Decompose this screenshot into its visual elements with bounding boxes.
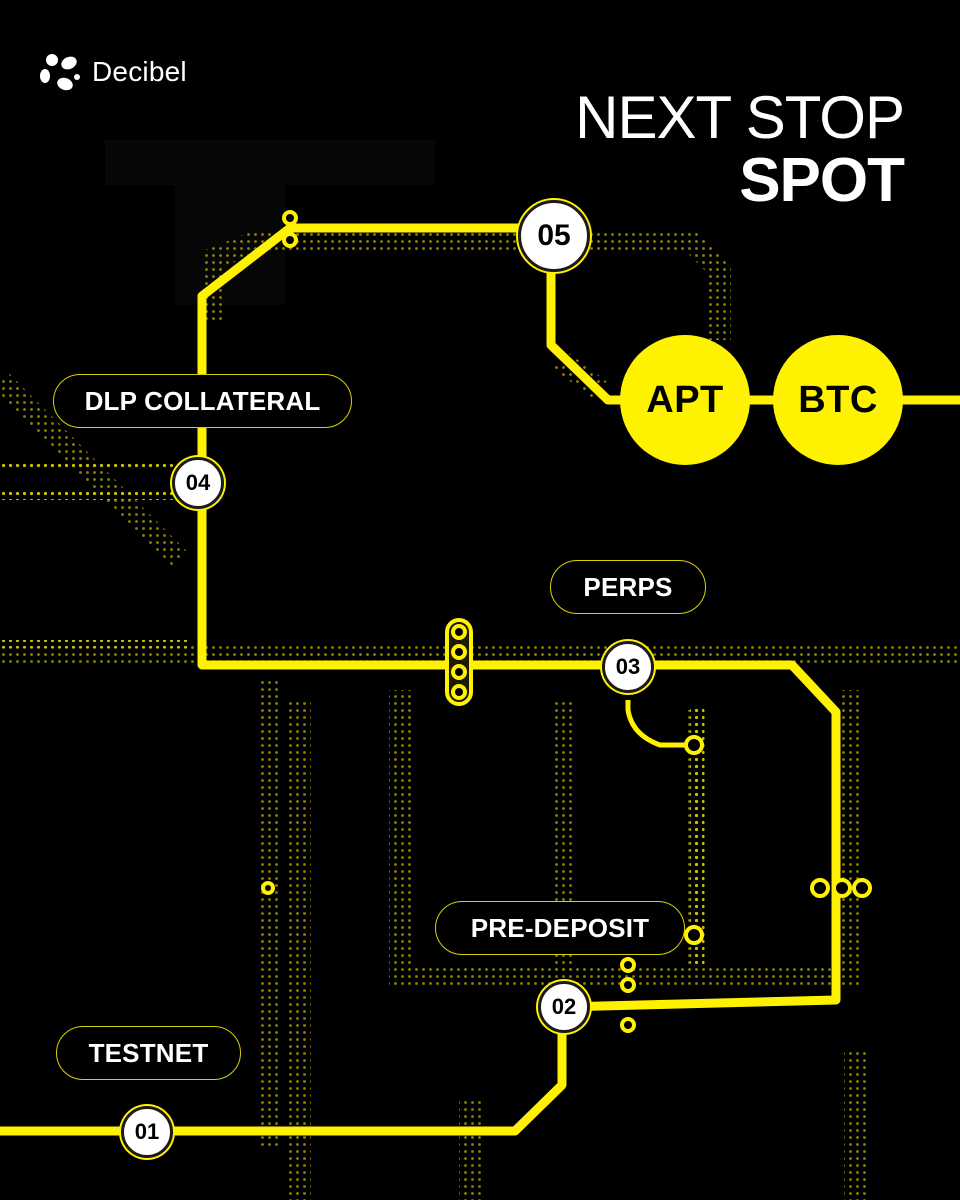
- milestone-label-pre-deposit: PRE-DEPOSIT: [435, 901, 685, 955]
- route-line: [0, 223, 960, 1136]
- stop-03: 03: [602, 641, 654, 693]
- milestone-label-perps: PERPS: [550, 560, 706, 614]
- rail-nodes: [261, 210, 872, 1033]
- brand-logo: Decibel: [38, 50, 187, 94]
- token-station-btc: BTC: [773, 335, 903, 465]
- milestone-label-dlp-collateral: DLP COLLATERAL: [53, 374, 352, 428]
- stop-05: 05: [518, 200, 590, 272]
- token-station-apt: APT: [620, 335, 750, 465]
- stop-01: 01: [121, 1106, 173, 1158]
- dotted-dashes: [0, 460, 704, 965]
- decibel-logo-icon: [40, 54, 80, 91]
- milestone-label-testnet: TESTNET: [56, 1026, 241, 1080]
- stop-04: 04: [172, 457, 224, 509]
- stop-02: 02: [538, 981, 590, 1033]
- branch-line: [625, 700, 694, 748]
- headline-line-2: SPOT: [739, 146, 905, 215]
- headline: NEXT STOP SPOT: [575, 84, 905, 215]
- headline-line-1: NEXT STOP: [575, 84, 905, 151]
- brand-name: Decibel: [92, 56, 187, 87]
